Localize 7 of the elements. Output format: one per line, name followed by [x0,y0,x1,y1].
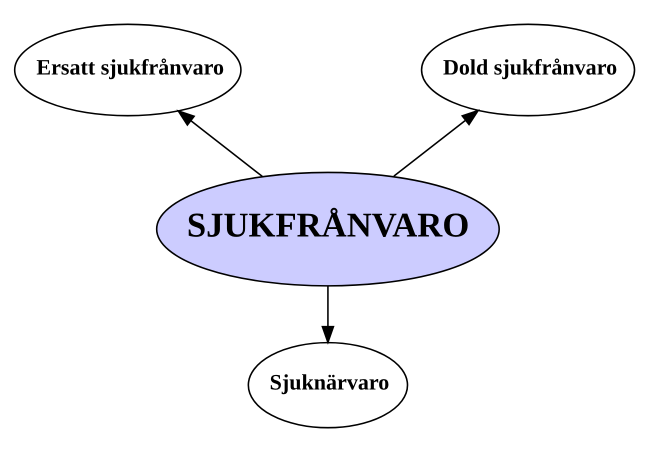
arrow [176,109,263,178]
arrow [393,109,480,177]
node-ellipse: Dold sjukfrånvaro [420,24,636,116]
node-ellipse: Ersatt sjukfrånvaro [14,24,242,116]
node-ellipse: SJUKFRÅNVARO [156,172,500,287]
node-ellipse: Sjuknärvaro [248,342,408,428]
arrow [321,286,335,345]
